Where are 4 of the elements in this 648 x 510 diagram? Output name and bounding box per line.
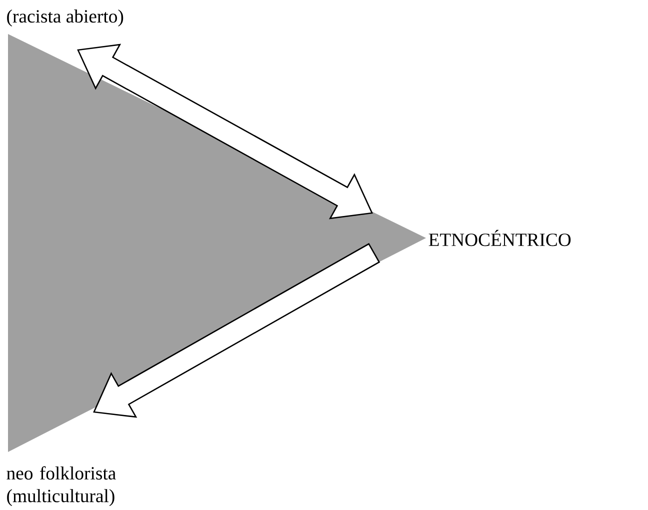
label: neo folklorista (multicultural) xyxy=(6,466,116,506)
label: ETNOCÉNTRICO xyxy=(428,230,571,246)
block-arrow xyxy=(77,44,373,220)
label: (racista abierto) xyxy=(7,10,124,26)
